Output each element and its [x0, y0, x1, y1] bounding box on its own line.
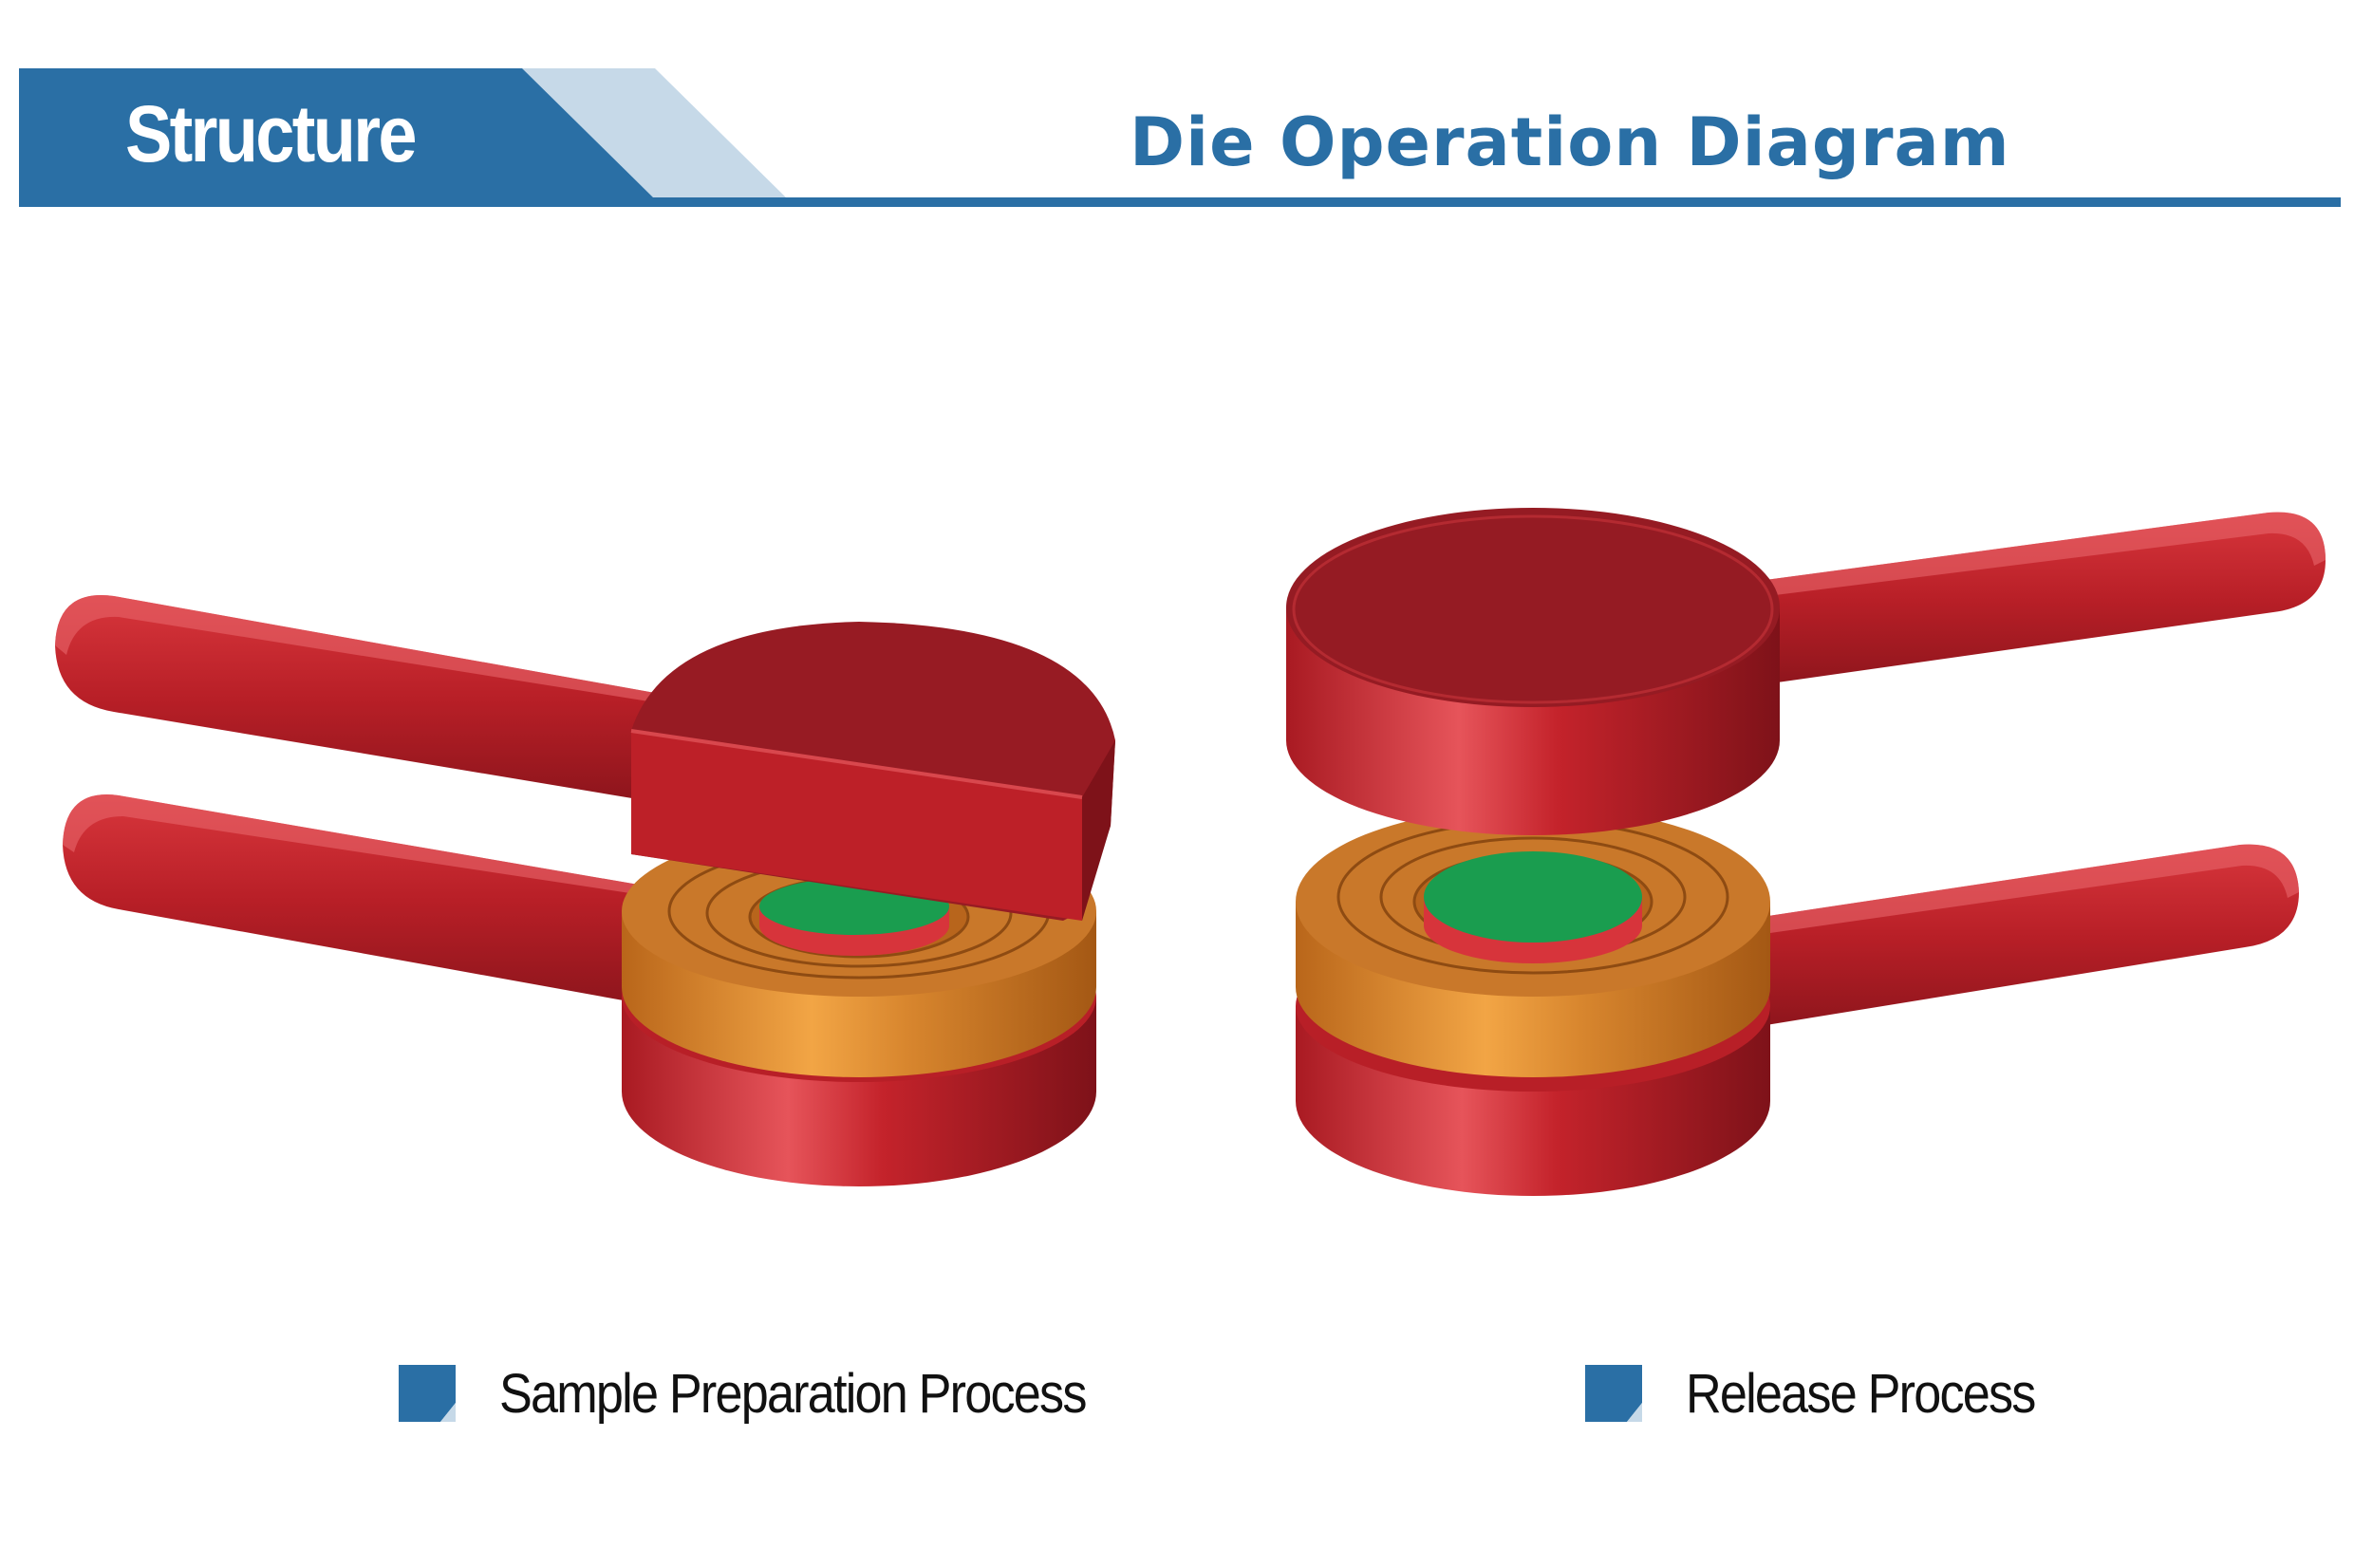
caption-sample-preparation: Sample Preparation Process [399, 1355, 1150, 1431]
sample-disc-right [1424, 851, 1642, 943]
square-marker-icon [399, 1365, 456, 1422]
caption-release-process: Release Process [1585, 1355, 2073, 1431]
sample-preparation-die [55, 595, 1115, 1186]
release-process-die [1286, 508, 2326, 1196]
section-tag: Structure [125, 89, 417, 178]
lower-handle-right [1737, 844, 2299, 1030]
page-title: Die Operation Diagram [1130, 103, 2010, 181]
square-marker-icon [1585, 1365, 1642, 1422]
header-tag-background [19, 68, 655, 199]
lower-handle-left [63, 794, 655, 1006]
caption-label: Sample Preparation Process [499, 1362, 1087, 1425]
caption-label: Release Process [1686, 1362, 2036, 1425]
header-underline [19, 197, 2341, 207]
upper-handle-left [55, 595, 655, 802]
upper-handle-right [1737, 512, 2326, 688]
header-light-stripe [513, 68, 788, 199]
header-band [19, 68, 2341, 207]
